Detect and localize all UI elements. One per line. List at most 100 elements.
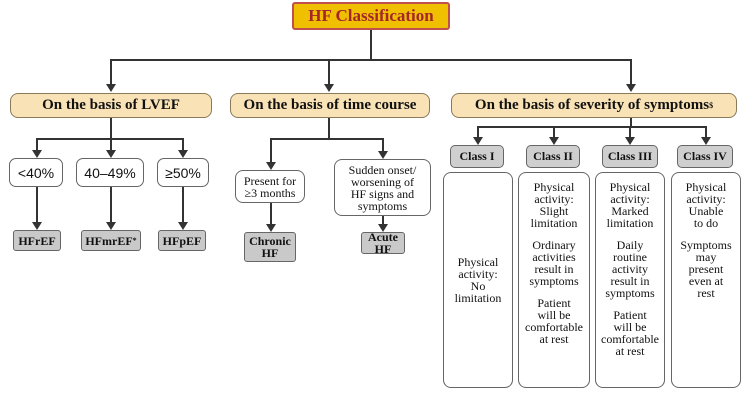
hfpef-box: HFpEF xyxy=(158,230,206,251)
arrow-head xyxy=(106,150,116,158)
desc-line: activity: xyxy=(458,267,498,281)
desc-line: comfortable xyxy=(601,332,659,346)
note-line: Sudden onset/ xyxy=(348,162,417,177)
arrow-head xyxy=(178,222,188,230)
connector-line xyxy=(270,138,384,140)
connector-line xyxy=(110,118,112,138)
hfref-box: HFrEF xyxy=(13,230,61,251)
connector-line xyxy=(370,28,372,60)
arrow-head xyxy=(378,224,388,232)
connector-line xyxy=(110,187,112,223)
arrow-head xyxy=(266,224,276,232)
desc-line: routine xyxy=(613,250,647,264)
connector-line xyxy=(270,138,272,162)
desc-line: Unable xyxy=(688,204,724,218)
desc-line: result in xyxy=(534,262,574,276)
desc-line: to do xyxy=(693,216,719,230)
lvef-range-high: ≥50% xyxy=(157,158,209,187)
result-line: Chronic xyxy=(249,234,291,248)
note-line: worsening of xyxy=(351,174,414,189)
desc-line: Physical xyxy=(533,180,575,194)
desc-line: activity: xyxy=(610,192,650,206)
class-iv-header: Class IV xyxy=(677,145,733,168)
connector-line xyxy=(270,203,272,225)
desc-line: Patient xyxy=(537,296,571,310)
desc-line: present xyxy=(688,262,724,276)
desc-line: Daily xyxy=(616,238,644,252)
arrow-head xyxy=(32,222,42,230)
desc-line: even at xyxy=(688,274,724,288)
desc-line: activity xyxy=(612,262,648,276)
desc-line: limitation xyxy=(454,291,502,305)
arrow-head xyxy=(106,84,116,92)
arrow-head xyxy=(324,84,334,92)
class-i-description: Physical activity: No limitation xyxy=(443,172,513,388)
arrow-head xyxy=(178,150,188,158)
connector-line xyxy=(382,216,384,225)
hfmref-label: HFmrEF xyxy=(85,233,133,248)
connector-line xyxy=(182,138,184,150)
connector-line xyxy=(705,126,707,138)
lvef-range-low: <40% xyxy=(9,158,63,187)
desc-line: comfortable xyxy=(525,320,583,334)
desc-line: activities xyxy=(532,250,576,264)
desc-line: limitation xyxy=(606,216,654,230)
note-line: ≥3 months xyxy=(244,185,296,200)
arrow-head xyxy=(549,137,559,145)
arrow-head xyxy=(626,84,636,92)
desc-line: Slight xyxy=(539,204,569,218)
desc-line: may xyxy=(695,250,717,264)
class-iii-description: Physical activity: Marked limitation Dai… xyxy=(595,172,665,388)
desc-line: at rest xyxy=(539,332,569,346)
dollar-footnote-mark: $ xyxy=(709,101,714,110)
lvef-range-mid: 40–49% xyxy=(76,158,144,187)
desc-block: Physical activity: No limitation xyxy=(452,256,505,304)
connector-line xyxy=(630,59,632,85)
connector-line xyxy=(382,138,384,152)
connector-line xyxy=(629,126,631,138)
result-line: HF xyxy=(261,246,279,260)
connector-line xyxy=(182,187,184,223)
desc-line: activity: xyxy=(686,192,726,206)
desc-line: symptoms xyxy=(605,286,655,300)
desc-line: activity: xyxy=(534,192,574,206)
acute-hf-box: Acute HF xyxy=(361,230,405,256)
desc-line: will be xyxy=(537,308,571,322)
arrow-head xyxy=(266,162,276,170)
result-line: Acute xyxy=(368,230,398,244)
note-line: HF signs and xyxy=(350,186,415,201)
hfmref-box: HFmrEF* xyxy=(81,230,141,251)
class-ii-header: Class II xyxy=(526,145,580,168)
desc-line: at rest xyxy=(615,344,645,358)
desc-line: limitation xyxy=(530,216,578,230)
desc-line: result in xyxy=(610,274,650,288)
acute-onset-note: Sudden onset/ worsening of HF signs and … xyxy=(334,159,431,216)
arrow-head xyxy=(625,137,635,145)
desc-line: Ordinary xyxy=(532,238,576,252)
chronic-hf-box: Chronic HF xyxy=(244,232,296,262)
connector-line xyxy=(328,59,330,85)
asterisk-footnote-mark: * xyxy=(132,235,137,245)
desc-line: Patient xyxy=(613,308,647,322)
diagram-title: HF Classification xyxy=(292,2,450,30)
connector-line xyxy=(477,126,479,138)
class-ii-description: Physical activity: Slight limitation Ord… xyxy=(518,172,590,388)
class-i-header: Class I xyxy=(450,145,504,168)
category-severity-label: On the basis of severity of symptoms xyxy=(474,97,710,113)
note-line: symptoms xyxy=(357,198,408,213)
connector-line xyxy=(110,59,632,61)
desc-line: will be xyxy=(613,320,647,334)
desc-line: symptoms xyxy=(529,274,579,288)
connector-line xyxy=(110,59,112,85)
category-time-course: On the basis of time course xyxy=(230,93,430,118)
desc-line: Symptoms xyxy=(680,238,732,252)
arrow-head xyxy=(32,150,42,158)
desc-line: Physical xyxy=(685,180,727,194)
category-lvef: On the basis of LVEF xyxy=(10,93,212,118)
result-line: HF xyxy=(374,242,392,256)
arrow-head xyxy=(701,137,711,145)
desc-line: No xyxy=(470,279,486,293)
desc-line: Physical xyxy=(457,255,499,269)
desc-line: Physical xyxy=(609,180,651,194)
